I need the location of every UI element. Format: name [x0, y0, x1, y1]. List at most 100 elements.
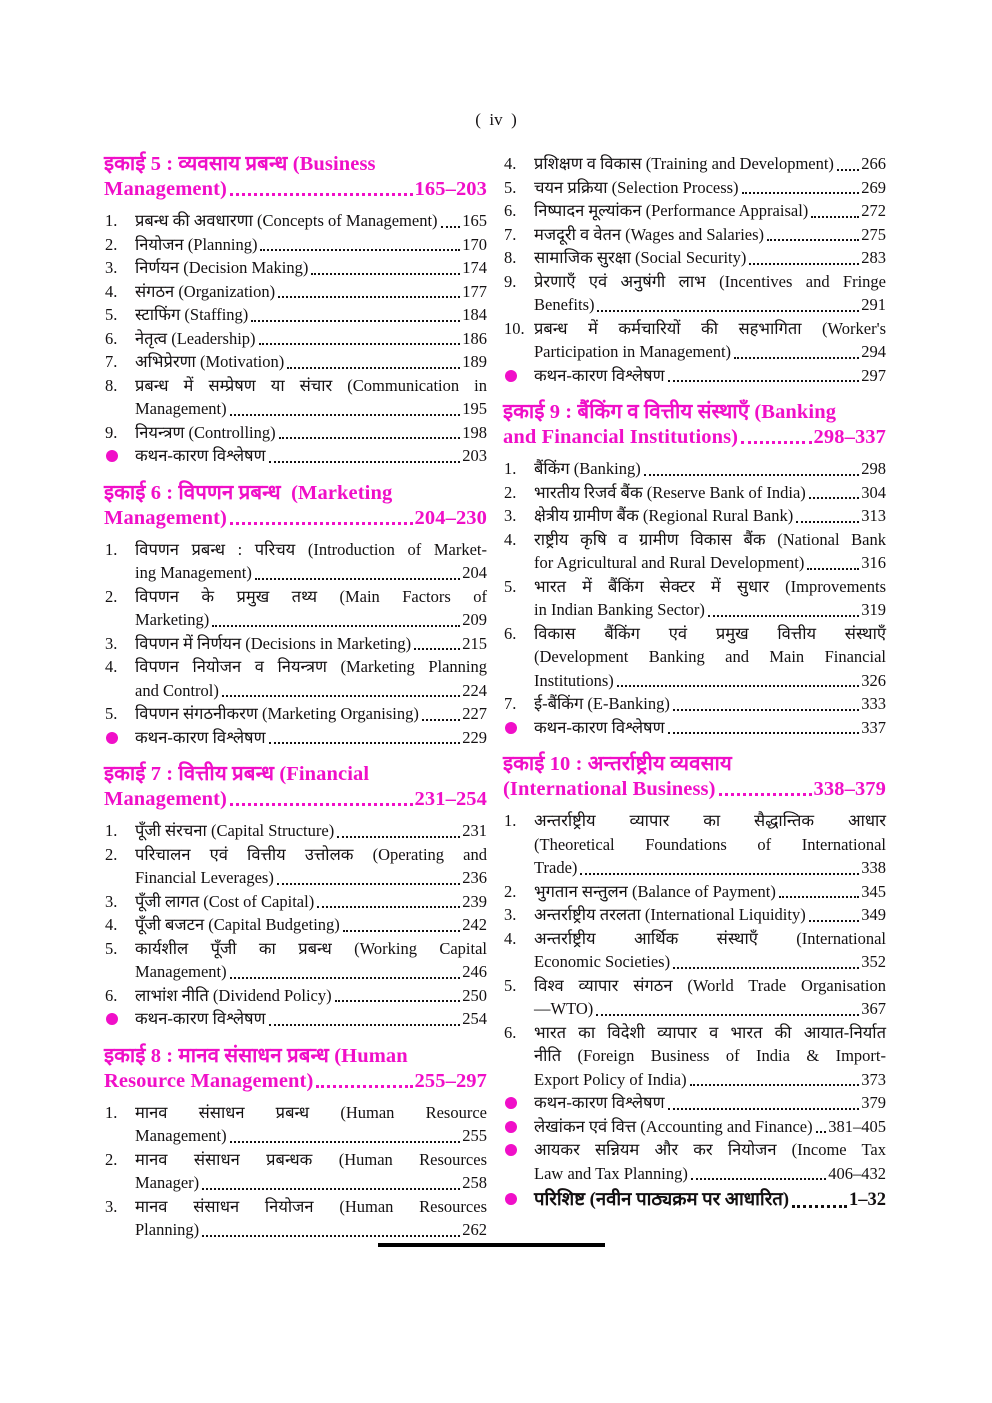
toc-entry: 4.राष्ट्रीय कृषि व ग्रामीण विकास बैंक (N… — [503, 528, 886, 575]
toc-line: Benefits)291 — [534, 293, 886, 317]
page-number: 224 — [462, 680, 487, 700]
entry-text: प्रेरणाएँ एवं अनुषंगी लाभ (Incentives an… — [534, 271, 886, 291]
entry-text: भुगतान सन्तुलन (Balance of Payment) — [534, 881, 776, 901]
unit-heading: इकाई 9 : बैंकिंग व वित्तीय संस्थाएँ (Ban… — [503, 400, 886, 450]
page-number: 229 — [462, 727, 487, 747]
toc-line: आयकर सन्नियम और कर नियोजन (Income Tax — [534, 1138, 886, 1162]
toc-entry: 2.परिचालन एवं वित्तीय उत्तोलक (Operating… — [104, 843, 487, 890]
entry-number: 7. — [504, 694, 517, 713]
entry-text: नियन्त्रण (Controlling) — [135, 422, 276, 442]
page-number: 254 — [462, 1009, 487, 1028]
dot-leader — [258, 342, 461, 345]
page-number: 266 — [861, 154, 886, 173]
dot-leader — [221, 694, 461, 697]
entry-text: परिचालन एवं वित्तीय उत्तोलक (Operating a… — [135, 844, 487, 864]
toc-entry: 6.निष्पादन मूल्यांकन (Performance Apprai… — [503, 199, 886, 223]
entry-text: इकाई 10 : अन्तर्राष्ट्रीय व्यवसाय — [503, 753, 732, 775]
dot-leader — [616, 684, 860, 687]
entry-text: (International Business) — [503, 778, 716, 800]
toc-line: नेतृत्व (Leadership)186 — [135, 327, 487, 351]
entry-text: Marketing) — [135, 610, 210, 629]
toc-entry: 9. प्रेरणाएँ एवं अनुषंगी लाभ (Incentives … — [503, 270, 886, 317]
dot-leader — [268, 741, 461, 744]
entry-text: कथन-कारण विश्लेषण — [135, 727, 266, 747]
toc-line: (Development Banking and Main Financial — [534, 645, 886, 669]
toc-line: विपणन संगठनीकरण (Marketing Organising)22… — [135, 702, 487, 726]
entry-number: 2. — [105, 586, 118, 606]
bullet-entry: कथन-कारण विश्लेषण 254 — [104, 1007, 487, 1031]
bullet-icon — [505, 1120, 517, 1133]
entry-text: कथन-कारण विश्लेषण — [135, 1009, 266, 1028]
entry-text: विपणन के प्रमुख तथ्य (Main Factors of — [135, 586, 487, 606]
toc-line: परिशिष्ट (नवीन पाठ्यक्रम पर आधारित)1–32 — [534, 1187, 886, 1213]
entry-number: 6. — [504, 1022, 517, 1042]
toc-line: विकास बैंकिंग एवं प्रमुख वित्तीय संस्थाए… — [534, 622, 886, 646]
entry-text: पूँजी बजटन (Capital Budgeting) — [135, 915, 340, 934]
dot-leader — [316, 1084, 413, 1088]
entry-text: लाभांश नीति (Dividend Policy) — [135, 985, 332, 1005]
entry-text: पूँजी लागत (Cost of Capital) — [135, 891, 315, 911]
page-number: 231 — [462, 821, 487, 840]
toc-entry: 1.पूँजी संरचना (Capital Structure)231 — [104, 819, 487, 843]
toc-line: Financial Leverages)236 — [135, 866, 487, 890]
dot-leader — [342, 929, 461, 932]
entry-number: 4. — [504, 154, 517, 173]
entry-number: 4. — [105, 915, 118, 934]
entry-text: प्रबन्ध में कर्मचारियों की सहभागिता (Wor… — [534, 318, 886, 338]
dot-leader — [734, 356, 860, 359]
toc-line: पूँजी बजटन (Capital Budgeting)242 — [135, 913, 487, 937]
entry-text: कथन-कारण विश्लेषण — [534, 365, 665, 385]
toc-entry: 9. नियन्त्रण (Controlling) 198 — [104, 421, 487, 445]
page-number: 204–230 — [414, 506, 487, 529]
page-number: 255 — [462, 1126, 487, 1145]
entry-text: Manager) — [135, 1173, 200, 1192]
toc-line: कार्यशील पूँजी का प्रबन्ध (Working Capit… — [135, 937, 487, 961]
toc-line: विपणन में निर्णयन (Decisions in Marketin… — [135, 632, 487, 656]
page-number: 283 — [861, 248, 886, 267]
toc-entry: 3.विपणन में निर्णयन (Decisions in Market… — [104, 632, 487, 656]
page-number: 367 — [861, 999, 886, 1018]
entry-number: 3. — [105, 258, 118, 277]
entry-number: 5. — [504, 975, 517, 995]
toc-line: Management)204–230 — [104, 506, 487, 531]
toc-line: क्षेत्रीय ग्रामीण बैंक (Regional Rural B… — [534, 504, 886, 528]
entry-text: मानव संसाधन प्रबन्धक (Human Resources — [135, 1149, 487, 1169]
toc-entry: 8.प्रबन्ध में सम्प्रेषण या संचार (Commun… — [104, 374, 487, 421]
page-number: 189 — [462, 352, 487, 371]
bullet-icon — [106, 731, 118, 744]
dot-leader — [580, 872, 860, 875]
page-number: 209 — [462, 610, 487, 629]
entry-text: निष्पादन मूल्यांकन (Performance Appraisa… — [534, 201, 809, 220]
footer-rule — [378, 1243, 605, 1247]
toc-line: अन्तर्राष्ट्रीय तरलता (International Liq… — [534, 903, 886, 927]
entry-text: बैंकिंग (Banking) — [534, 459, 641, 478]
toc-entry: 3.अन्तर्राष्ट्रीय तरलता (International L… — [503, 903, 886, 927]
entry-number: 5. — [504, 576, 517, 596]
entry-number: 2. — [105, 234, 118, 254]
page-number: 345 — [861, 881, 886, 901]
dot-leader — [667, 379, 860, 382]
bullet-entry: लेखांकन एवं वित्त (Accounting and Financ… — [503, 1115, 886, 1139]
entry-number: 4. — [105, 281, 118, 301]
toc-line: अन्तर्राष्ट्रीय आर्थिक संस्थाएँ (Interna… — [534, 927, 886, 951]
toc-line: इकाई 6 : विपणन प्रबन्ध (Marketing — [104, 481, 487, 506]
toc-line: प्रबन्ध में कर्मचारियों की सहभागिता (Wor… — [534, 317, 886, 341]
entry-number: 9. — [105, 422, 118, 442]
toc-line: for Agricultural and Rural Development)3… — [534, 551, 886, 575]
toc-line: विपणन प्रबन्ध : परिचय (Introduction of M… — [135, 538, 487, 562]
bullet-icon — [505, 369, 517, 382]
dot-leader — [251, 319, 461, 322]
entry-number: 3. — [504, 506, 517, 525]
entry-text: and Control) — [135, 680, 219, 700]
entry-text: चयन प्रक्रिया (Selection Process) — [534, 177, 739, 197]
dot-leader — [337, 835, 461, 838]
toc-line: पूँजी लागत (Cost of Capital)239 — [135, 890, 487, 914]
dot-leader — [749, 262, 860, 265]
page-number: 250 — [462, 985, 487, 1005]
entry-number: 9. — [504, 271, 517, 291]
page-number: 198 — [462, 422, 487, 442]
page-number: 258 — [462, 1173, 487, 1192]
entry-text: Resource Management) — [104, 1069, 314, 1092]
